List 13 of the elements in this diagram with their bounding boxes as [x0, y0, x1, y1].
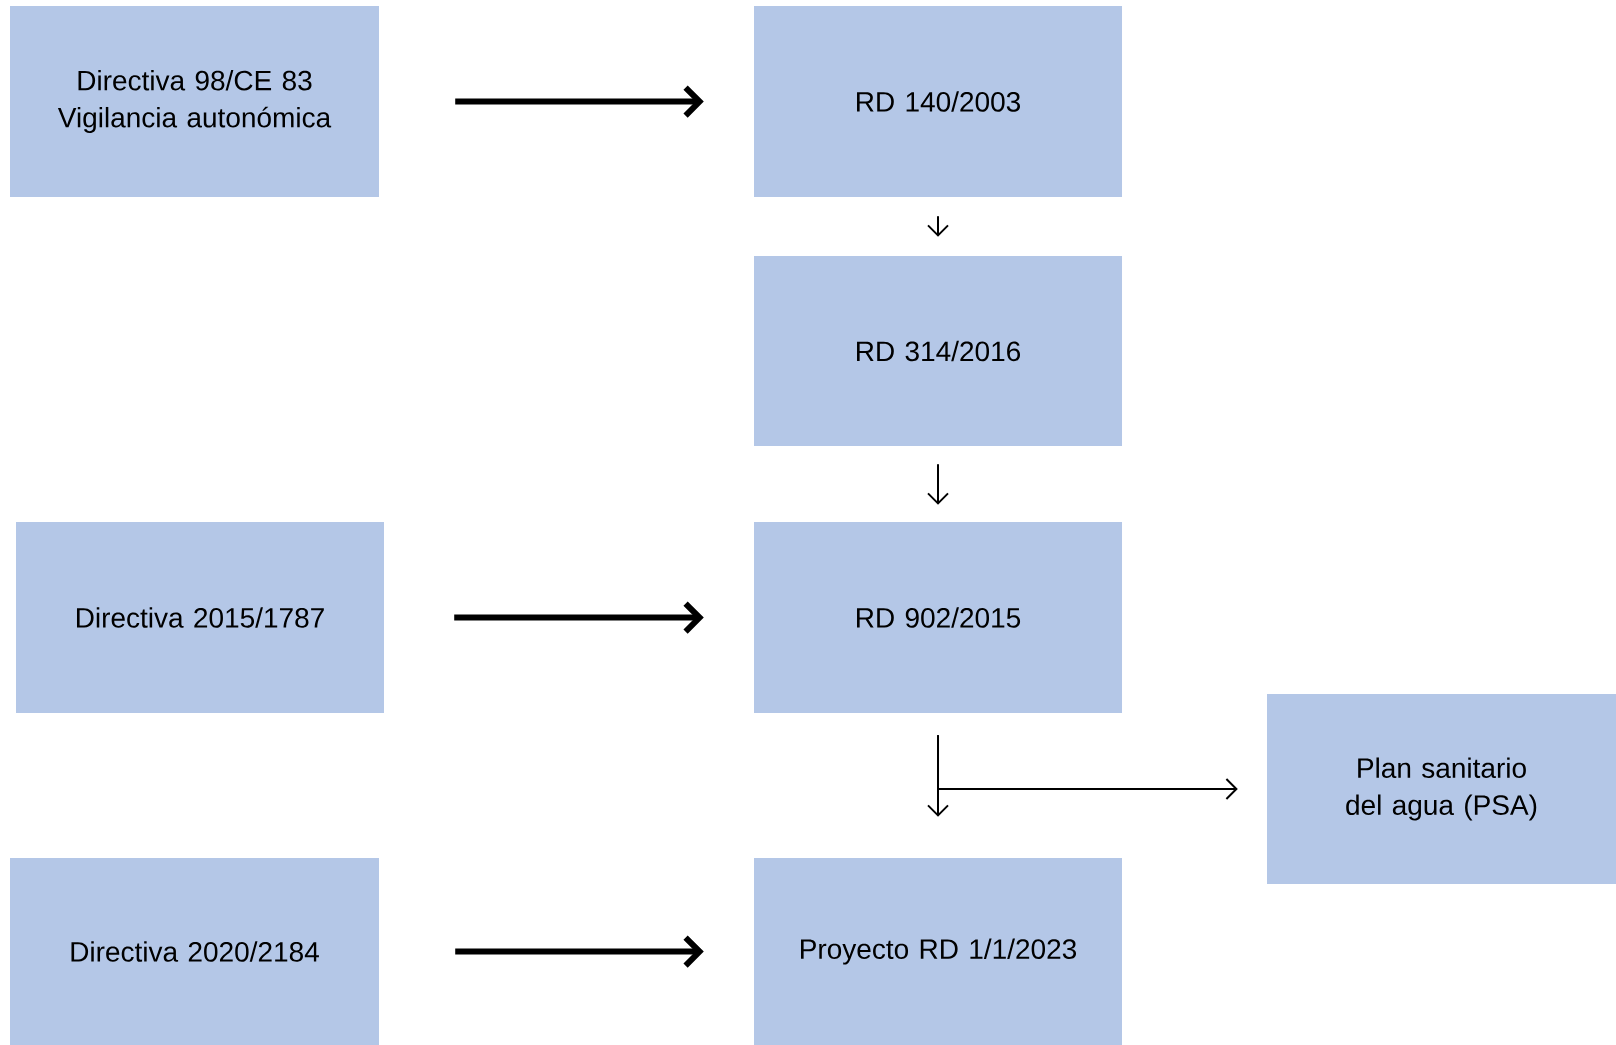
text-box: RD 314/2016 — [754, 256, 1122, 446]
text-box: Plan sanitario del agua (PSA) — [1267, 694, 1616, 884]
text-box: RD 902/2015 — [754, 522, 1122, 713]
arrow — [937, 734, 1238, 800]
text-box: Directiva 2020/2184 — [10, 858, 379, 1045]
arrow — [455, 85, 704, 118]
arrow — [927, 463, 949, 505]
text-box: RD 140/2003 — [754, 6, 1122, 197]
arrow — [455, 935, 704, 968]
text-box: Directiva 98/CE 83 Vigilancia autonómica — [10, 6, 379, 197]
arrow — [454, 601, 704, 634]
text-box: Proyecto RD 1/1/2023 — [754, 858, 1122, 1045]
text-box: Directiva 2015/1787 — [16, 522, 384, 713]
